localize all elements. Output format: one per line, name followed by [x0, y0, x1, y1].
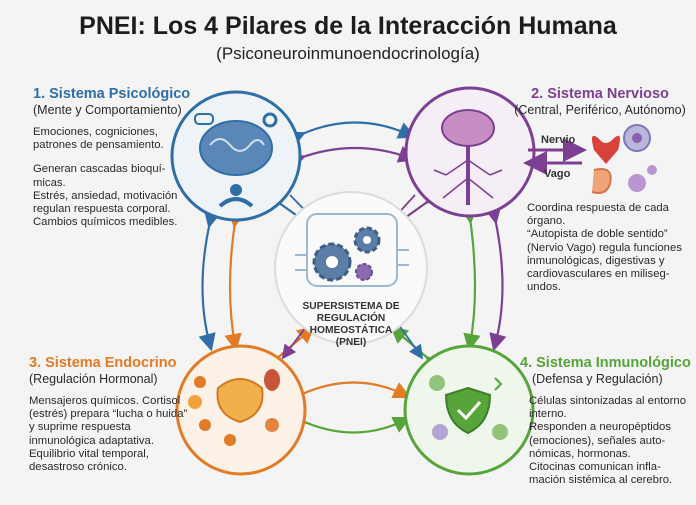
nervous-block: 2. Sistema Nervioso (Central, Periférico…	[505, 86, 695, 126]
endocrine-text: Mensajeros químicos. Cortisol (estrés) p…	[29, 395, 188, 474]
arrow-nervous-psych	[286, 145, 417, 171]
arrow-immune-nervous	[459, 205, 481, 352]
immune-block: 4. Sistema Inmunológico (Defensa y Regul…	[520, 355, 692, 487]
psychological-text: Estrés, ansiedad, motivación regulan res…	[33, 189, 178, 216]
nervous-body: Coordina respuesta de cada órgano. “Auto…	[527, 202, 692, 294]
vagus-label-bottom: Vago	[544, 168, 571, 180]
nervous-title: 2. Sistema Nervioso	[531, 86, 669, 102]
arrow-immune-endocrine	[286, 407, 411, 434]
page-title: PNEI: Los 4 Pilares de la Interacción Hu…	[79, 12, 617, 40]
immune-subtitle: (Defensa y Regulación)	[532, 372, 663, 386]
endocrine-subtitle: (Regulación Hormonal)	[29, 372, 158, 386]
arrow-psych-endocrine	[198, 209, 221, 352]
psychological-block: 1. Sistema Psicológico (Mente y Comporta…	[33, 86, 193, 229]
psychological-body: Emociones, cogniciones, patrones de pens…	[33, 126, 178, 229]
immune-text: Citocinas comunican infla-mación sistémi…	[529, 461, 673, 487]
vagus-label-top: Nervio	[541, 134, 576, 146]
arrow-endocrine-psych	[224, 209, 246, 352]
nervous-subtitle: (Central, Periférico, Autónomo)	[514, 103, 686, 117]
gears-circuit-icon	[295, 213, 409, 287]
center-circle	[274, 191, 428, 345]
nervous-text: “Autopista de doble sentido” (Nervio Vag…	[527, 228, 682, 294]
organs-icon	[591, 124, 657, 194]
immune-text: Responden a neuropéptidos (emociones), s…	[529, 421, 671, 460]
immune-title: 4. Sistema Inmunológico	[520, 355, 691, 371]
immune-text: Células sintonizadas al entorno interno.	[529, 395, 686, 421]
arrow-psych-nervous	[286, 121, 417, 148]
psychological-text: Emociones, cogniciones, patrones de pens…	[33, 126, 164, 152]
endocrine-title: 3. Sistema Endocrino	[29, 355, 177, 371]
psychological-text: Cambios químicos medibles.	[33, 216, 178, 229]
center-label: SUPERSISTEMA DE REGULACIÓN HOMEOSTÁTICA …	[302, 301, 400, 348]
arrow-nervous-immune	[484, 205, 507, 352]
brain-meditation-icon	[194, 112, 278, 208]
psychological-text: Generan cascadas bioquí-micas.	[33, 163, 166, 189]
glands-hormones-icon	[188, 369, 280, 446]
nervous-text: Coordina respuesta de cada órgano.	[527, 202, 669, 228]
psychological-title: 1. Sistema Psicológico	[33, 86, 191, 102]
psychological-subtitle: (Mente y Comportamiento)	[33, 103, 182, 117]
immune-body: Células sintonizadas al entorno interno.…	[520, 395, 689, 487]
arrow-endocrine-immune	[286, 381, 411, 408]
page-subtitle: (Psiconeuroinmunoendocrinología)	[216, 44, 480, 63]
endocrine-block: 3. Sistema Endocrino (Regulación Hormona…	[29, 355, 189, 474]
vagus-nerve-arrows	[523, 138, 587, 175]
brain-spinal-cord-icon	[433, 109, 503, 205]
immune-shield-icon	[429, 375, 508, 440]
